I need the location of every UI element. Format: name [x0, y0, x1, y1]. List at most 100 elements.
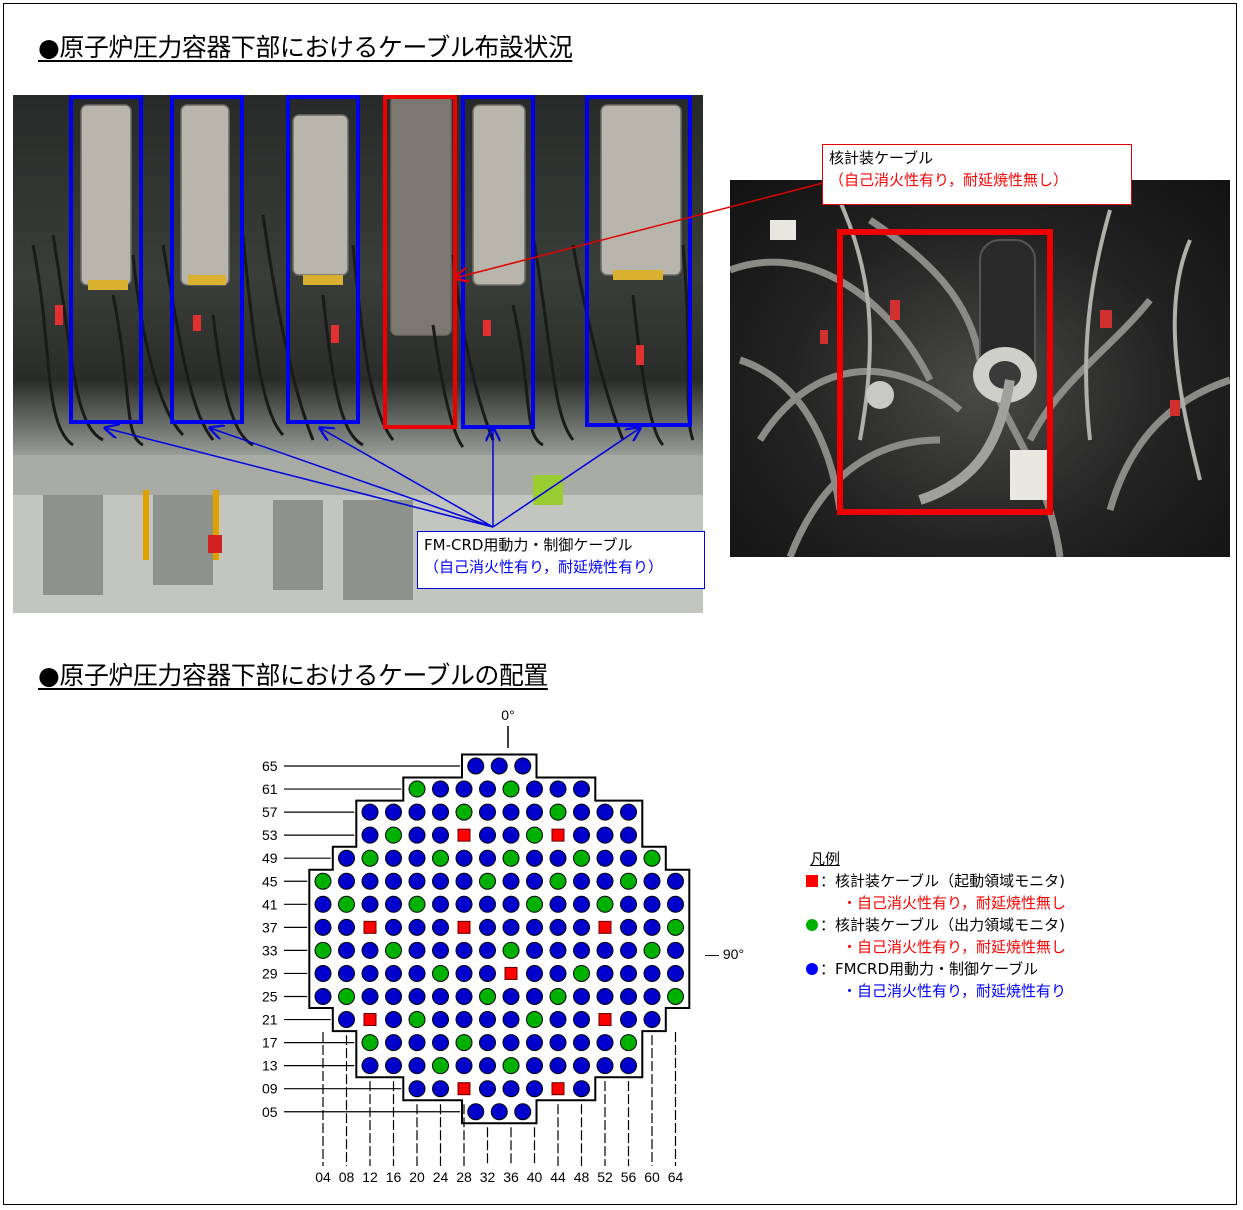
power-range-monitor-marker: [361, 849, 379, 867]
fmcrd-cable-marker: [502, 1011, 520, 1029]
power-range-monitor-marker: [643, 849, 661, 867]
fmcrd-cable-marker: [573, 780, 590, 798]
fmcrd-cable-marker: [432, 780, 449, 798]
legend-item: ：核計装ケーブル（出力領域モニタ): [806, 914, 1066, 936]
power-range-monitor-marker: [479, 988, 496, 1005]
fmcrd-cable-marker: [455, 988, 473, 1005]
legend-item-label: ：核計装ケーブル（出力領域モニタ): [820, 916, 1065, 934]
fmcrd-cable-marker: [455, 1011, 473, 1029]
fmcrd-cable-marker: [596, 964, 614, 982]
row-label: 49: [262, 850, 278, 866]
fmcrd-cable-marker: [573, 803, 590, 821]
power-range-monitor-marker: [479, 872, 496, 890]
fmcrd-cable-marker: [549, 1057, 567, 1075]
fmcrd-cable-marker: [526, 988, 543, 1005]
fmcrd-cable-marker: [502, 872, 520, 890]
power-range-monitor-marker: [314, 941, 332, 959]
fmcrd-cable-marker: [338, 964, 355, 982]
fmcrd-cable-marker: [408, 988, 426, 1005]
fmcrd-cable-marker: [455, 780, 473, 798]
fmcrd-cable-marker: [408, 803, 426, 821]
fmcrd-cable-marker: [620, 941, 637, 959]
row-label: 09: [262, 1081, 278, 1097]
fmcrd-cable-marker: [408, 849, 426, 867]
fmcrd-cable-marker: [455, 964, 473, 982]
startup-range-monitor-marker: [363, 920, 377, 934]
callout-blue-properties: （自己消火性有り，耐延焼性有り）: [424, 558, 663, 576]
column-label: 48: [574, 1169, 590, 1185]
fmcrd-cable-marker: [432, 1034, 449, 1052]
column-label: 04: [315, 1169, 331, 1185]
fmcrd-cable-marker: [549, 849, 567, 867]
fmcrd-cable-marker: [432, 988, 449, 1005]
fmcrd-cable-marker: [361, 872, 379, 890]
fmcrd-cable-marker: [526, 918, 543, 936]
fmcrd-cable-marker: [549, 918, 567, 936]
row-label: 25: [262, 989, 278, 1005]
fmcrd-cable-marker: [490, 757, 508, 775]
section-heading-cable-routing: ●原子炉圧力容器下部におけるケーブル布設状況: [38, 33, 573, 62]
fmcrd-cable-marker: [361, 803, 379, 821]
row-label: 65: [262, 758, 278, 774]
power-range-monitor-marker: [455, 803, 473, 821]
fmcrd-cable-marker: [385, 895, 402, 913]
legend-item-properties: ・自己消火性有り，耐延焼性無し: [842, 894, 1066, 912]
fmcrd-cable-marker: [620, 964, 637, 982]
power-range-monitor-marker: [667, 918, 684, 936]
row-label: 53: [262, 827, 278, 843]
fmcrd-cable-marker: [667, 872, 684, 890]
fmcrd-cable-marker: [620, 1011, 637, 1029]
fmcrd-cable-marker: [502, 918, 520, 936]
fmcrd-cable-marker: [408, 941, 426, 959]
callout-nuclear-instrumentation-cable: 核計装ケーブル （自己消火性有り，耐延焼性無し）: [822, 144, 1132, 205]
row-label: 05: [262, 1104, 278, 1120]
fmcrd-cable-marker: [338, 849, 355, 867]
fmcrd-cable-marker: [432, 803, 449, 821]
row-label: 61: [262, 781, 278, 797]
fmcrd-cable-marker: [596, 803, 614, 821]
fmcrd-cable-marker: [432, 872, 449, 890]
power-range-monitor-marker: [455, 1034, 473, 1052]
power-range-monitor-marker: [408, 895, 426, 913]
power-range-monitor-marker: [338, 895, 355, 913]
power-range-monitor-marker: [502, 941, 520, 959]
fmcrd-cable-marker: [549, 941, 567, 959]
fmcrd-cable-marker: [502, 988, 520, 1005]
angle-90-label: — 90°: [705, 946, 744, 962]
cable-photo-closeup: [730, 180, 1230, 557]
fmcrd-cable-marker: [596, 941, 614, 959]
fmcrd-cable-marker: [549, 1034, 567, 1052]
row-label: 29: [262, 965, 278, 981]
fmcrd-cable-marker: [596, 988, 614, 1005]
power-range-monitor-marker: [549, 988, 567, 1005]
fmcrd-cable-marker: [467, 1103, 485, 1121]
fmcrd-cable-marker: [455, 872, 473, 890]
fmcrd-cable-marker: [549, 1011, 567, 1029]
startup-range-monitor-marker: [457, 1082, 471, 1096]
fmcrd-cable-marker: [573, 1080, 590, 1098]
fmcrd-cable-marker: [573, 988, 590, 1005]
callout-red-properties: （自己消火性有り，耐延焼性無し）: [829, 171, 1068, 189]
fmcrd-cable-marker: [314, 988, 332, 1005]
fmcrd-cable-marker: [667, 964, 684, 982]
cable-photo-closeup-art: [730, 180, 1230, 557]
fmcrd-cable-marker: [467, 757, 485, 775]
legend: 凡例 ：核計装ケーブル（起動領域モニタ)・自己消火性有り，耐延焼性無し：核計装ケ…: [806, 848, 1066, 1002]
fmcrd-cable-marker: [361, 895, 379, 913]
power-range-monitor-marker: [643, 941, 661, 959]
fmcrd-cable-marker: [526, 1034, 543, 1052]
fmcrd-cable-marker: [514, 1103, 532, 1121]
fmcrd-cable-marker: [361, 826, 379, 844]
column-label: 40: [527, 1169, 543, 1185]
row-label: 41: [262, 896, 278, 912]
fmcrd-cable-marker: [573, 1034, 590, 1052]
fmcrd-cable-marker: [596, 849, 614, 867]
fmcrd-cable-marker: [385, 1034, 402, 1052]
fmcrd-cable-marker: [408, 964, 426, 982]
power-range-monitor-marker: [620, 872, 637, 890]
fmcrd-cable-marker: [596, 1034, 614, 1052]
column-label: 56: [621, 1169, 637, 1185]
power-range-monitor-marker: [502, 780, 520, 798]
fmcrd-cable-marker: [479, 941, 496, 959]
